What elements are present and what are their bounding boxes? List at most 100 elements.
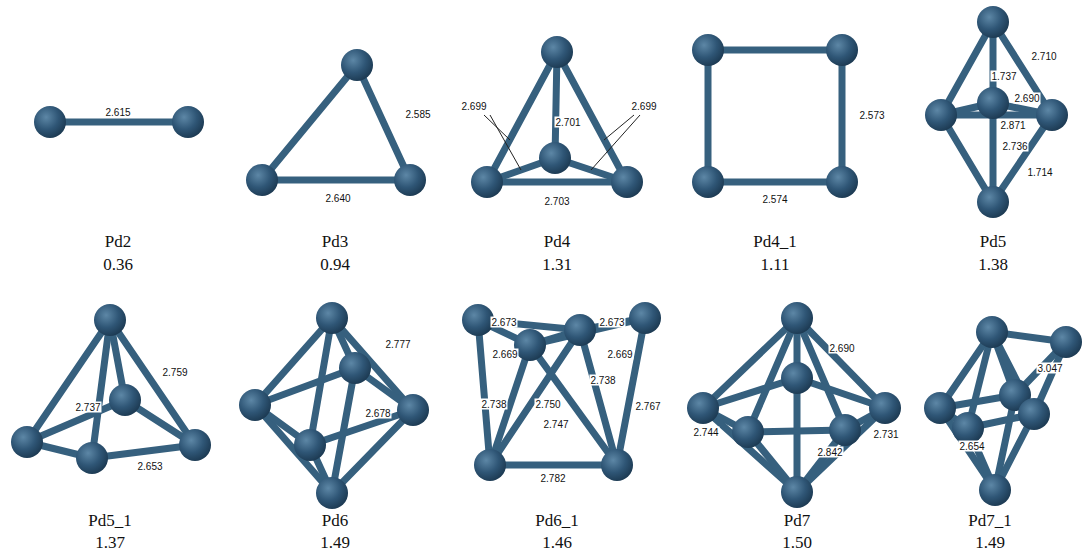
pd-atom	[76, 442, 108, 474]
bond-length: 2.640	[324, 193, 351, 204]
pd-atom	[692, 34, 724, 66]
pd-atom	[462, 304, 494, 336]
bond-length: 2.673	[490, 317, 517, 328]
pd-atom	[952, 412, 984, 444]
pd-atom	[977, 6, 1009, 38]
bond-length: 2.615	[104, 107, 131, 118]
pd-atom	[611, 166, 643, 198]
pd-atom	[826, 34, 858, 66]
cluster-name: Pd2	[105, 232, 131, 251]
bond-line	[708, 179, 842, 186]
bond-length: 2.731	[872, 429, 899, 440]
pd-atom	[977, 87, 1009, 119]
pd-atom	[34, 106, 66, 138]
bond-length: 2.678	[364, 408, 391, 419]
pd-atom	[826, 166, 858, 198]
bond-length: 1.737	[990, 71, 1017, 82]
bond-line	[478, 320, 490, 465]
cluster-name: Pd4_1	[753, 232, 796, 251]
cluster-value: 1.31	[542, 255, 572, 274]
bond-length: 2.871	[999, 120, 1026, 131]
pd-atom	[564, 314, 596, 346]
bond-line	[705, 50, 712, 182]
pd-atom	[239, 389, 271, 421]
pd-atom	[977, 186, 1009, 218]
bond-line	[487, 179, 627, 186]
pd-atom	[781, 362, 813, 394]
cluster-value: 1.49	[320, 533, 350, 551]
bond-length: 2.767	[634, 401, 661, 412]
cluster-value: 1.50	[782, 533, 812, 551]
pd-atom	[471, 166, 503, 198]
pd-atom	[1018, 398, 1050, 430]
bond-line	[797, 408, 885, 492]
bond-line	[50, 119, 188, 126]
cluster-value: 1.46	[542, 533, 572, 551]
bond-length: 2.673	[598, 317, 625, 328]
pd-atom	[294, 429, 326, 461]
bond-length: 2.738	[589, 375, 616, 386]
leader-line	[591, 115, 640, 170]
bond-line	[797, 318, 885, 408]
bond-line	[110, 320, 195, 445]
bond-length: 2.842	[816, 447, 843, 458]
bond-line	[617, 318, 645, 465]
bond-line	[255, 405, 332, 493]
bond-length: 3.047	[1036, 363, 1063, 374]
bond-line	[262, 177, 410, 184]
cluster-name: Pd7_1	[968, 511, 1011, 530]
pd-atom	[869, 392, 901, 424]
cluster-name: Pd4	[544, 232, 570, 251]
pd-atom	[781, 302, 813, 334]
bond-length: 2.744	[692, 427, 719, 438]
bond-length: 2.701	[554, 117, 581, 128]
bond-length: 2.690	[828, 343, 855, 354]
bond-line	[490, 462, 617, 469]
bond-line	[708, 47, 842, 54]
pd-atom	[601, 449, 633, 481]
bond-length: 2.690	[1013, 93, 1040, 104]
pd-atom	[692, 166, 724, 198]
cluster-value: 0.36	[103, 255, 133, 274]
pd-atom	[976, 316, 1008, 348]
pd-atom	[339, 352, 371, 384]
cluster-name: Pd5	[980, 232, 1006, 251]
cluster-name: Pd6	[322, 511, 348, 530]
cluster-value: 1.49	[975, 533, 1005, 551]
bond-length: 2.699	[630, 101, 657, 112]
bond-length: 2.669	[491, 349, 518, 360]
bond-length: 2.710	[1030, 51, 1057, 62]
pd-atom	[94, 304, 126, 336]
pd-atom	[829, 414, 861, 446]
bond-line	[703, 408, 797, 492]
bond-length: 2.654	[958, 441, 985, 452]
bond-length: 2.585	[404, 109, 431, 120]
pd-atom	[1036, 99, 1068, 131]
bond-length: 2.782	[539, 473, 566, 484]
cluster-value: 1.37	[95, 533, 125, 551]
pd-atom	[781, 476, 813, 508]
pd-atom	[341, 49, 373, 81]
bond-length: 2.703	[543, 196, 570, 207]
bond-length: 2.653	[136, 461, 163, 472]
bond-length: 2.738	[480, 399, 507, 410]
pd-atom	[687, 392, 719, 424]
bond-length: 2.777	[384, 339, 411, 350]
bond-line	[490, 330, 580, 465]
bond-line	[332, 318, 413, 410]
bond-length: 2.669	[606, 349, 633, 360]
bond-length: 2.737	[74, 402, 101, 413]
bond-length: 2.699	[460, 101, 487, 112]
pd-atom	[474, 449, 506, 481]
bond-length: 2.750	[534, 399, 561, 410]
pd-atom	[925, 99, 957, 131]
pd-atom	[732, 416, 764, 448]
bond-line	[310, 410, 413, 445]
pd-atom	[979, 474, 1011, 506]
pd-atom	[541, 36, 573, 68]
bond-length: 2.573	[858, 110, 885, 121]
cluster-value: 1.11	[760, 255, 789, 274]
bond-line	[92, 320, 110, 458]
bond-line	[357, 65, 410, 180]
bond-line	[794, 378, 801, 492]
